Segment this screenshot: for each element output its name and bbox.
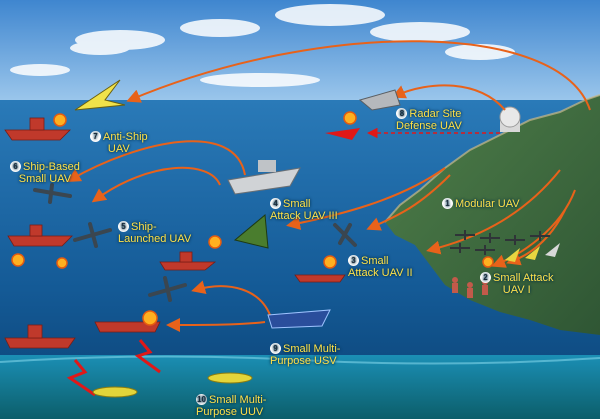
underwater — [0, 355, 600, 419]
label-number-badge: 9 — [270, 343, 281, 354]
label-number-badge: 1 — [442, 198, 453, 209]
label-number-badge: 10 — [196, 394, 207, 405]
enemy-ships — [4, 117, 346, 349]
usv — [267, 309, 331, 329]
label-text: Small Attack UAV III — [270, 198, 338, 222]
attack-uav-iii-icon — [233, 214, 269, 249]
label-number-badge: 6 — [10, 161, 21, 172]
label-number-badge: 7 — [90, 131, 101, 142]
label-number-badge: 4 — [270, 198, 281, 209]
usv-launched-uav-icon — [148, 276, 187, 302]
friendly-ship — [227, 160, 301, 195]
attack-uav-ii-icon — [333, 223, 357, 247]
radar-site — [499, 106, 521, 132]
label-number-badge: 8 — [396, 108, 408, 119]
ship-based-uav-icon — [33, 183, 72, 204]
anti-ship-uav-icon — [74, 79, 126, 111]
radar-defense-uav-icon — [325, 128, 360, 140]
label-text: Ship-Based Small UAV — [18, 161, 80, 185]
label-text: Ship- Launched UAV — [118, 221, 192, 245]
label-text: Small Attack UAV I — [493, 272, 554, 296]
coastline-land — [385, 95, 600, 335]
label-text: Anti-Ship UAV — [103, 131, 148, 155]
label-text: Modular UAV — [455, 198, 520, 210]
small-attack-uav-i-group — [505, 243, 560, 262]
comm-links — [66, 339, 161, 397]
label-text: Small Multi- Purpose USV — [270, 343, 341, 367]
uav-icons — [33, 79, 560, 302]
label-text: Small Multi- Purpose UUV — [196, 394, 267, 418]
clouds — [10, 4, 515, 87]
label-number-badge: 3 — [348, 255, 359, 266]
uuvs — [92, 372, 253, 398]
explosions — [11, 111, 494, 326]
label-number-badge: 5 — [118, 221, 129, 232]
stealth-uav-icon — [358, 89, 401, 111]
modular-uav-swarm — [450, 230, 550, 255]
ship-launched-uav-icon — [73, 222, 112, 248]
label-text: Small Attack UAV II — [348, 255, 413, 279]
flight-arrows — [66, 40, 591, 332]
label-number-badge: 2 — [480, 272, 491, 283]
label-text: Radar Site Defense UAV — [396, 108, 462, 132]
